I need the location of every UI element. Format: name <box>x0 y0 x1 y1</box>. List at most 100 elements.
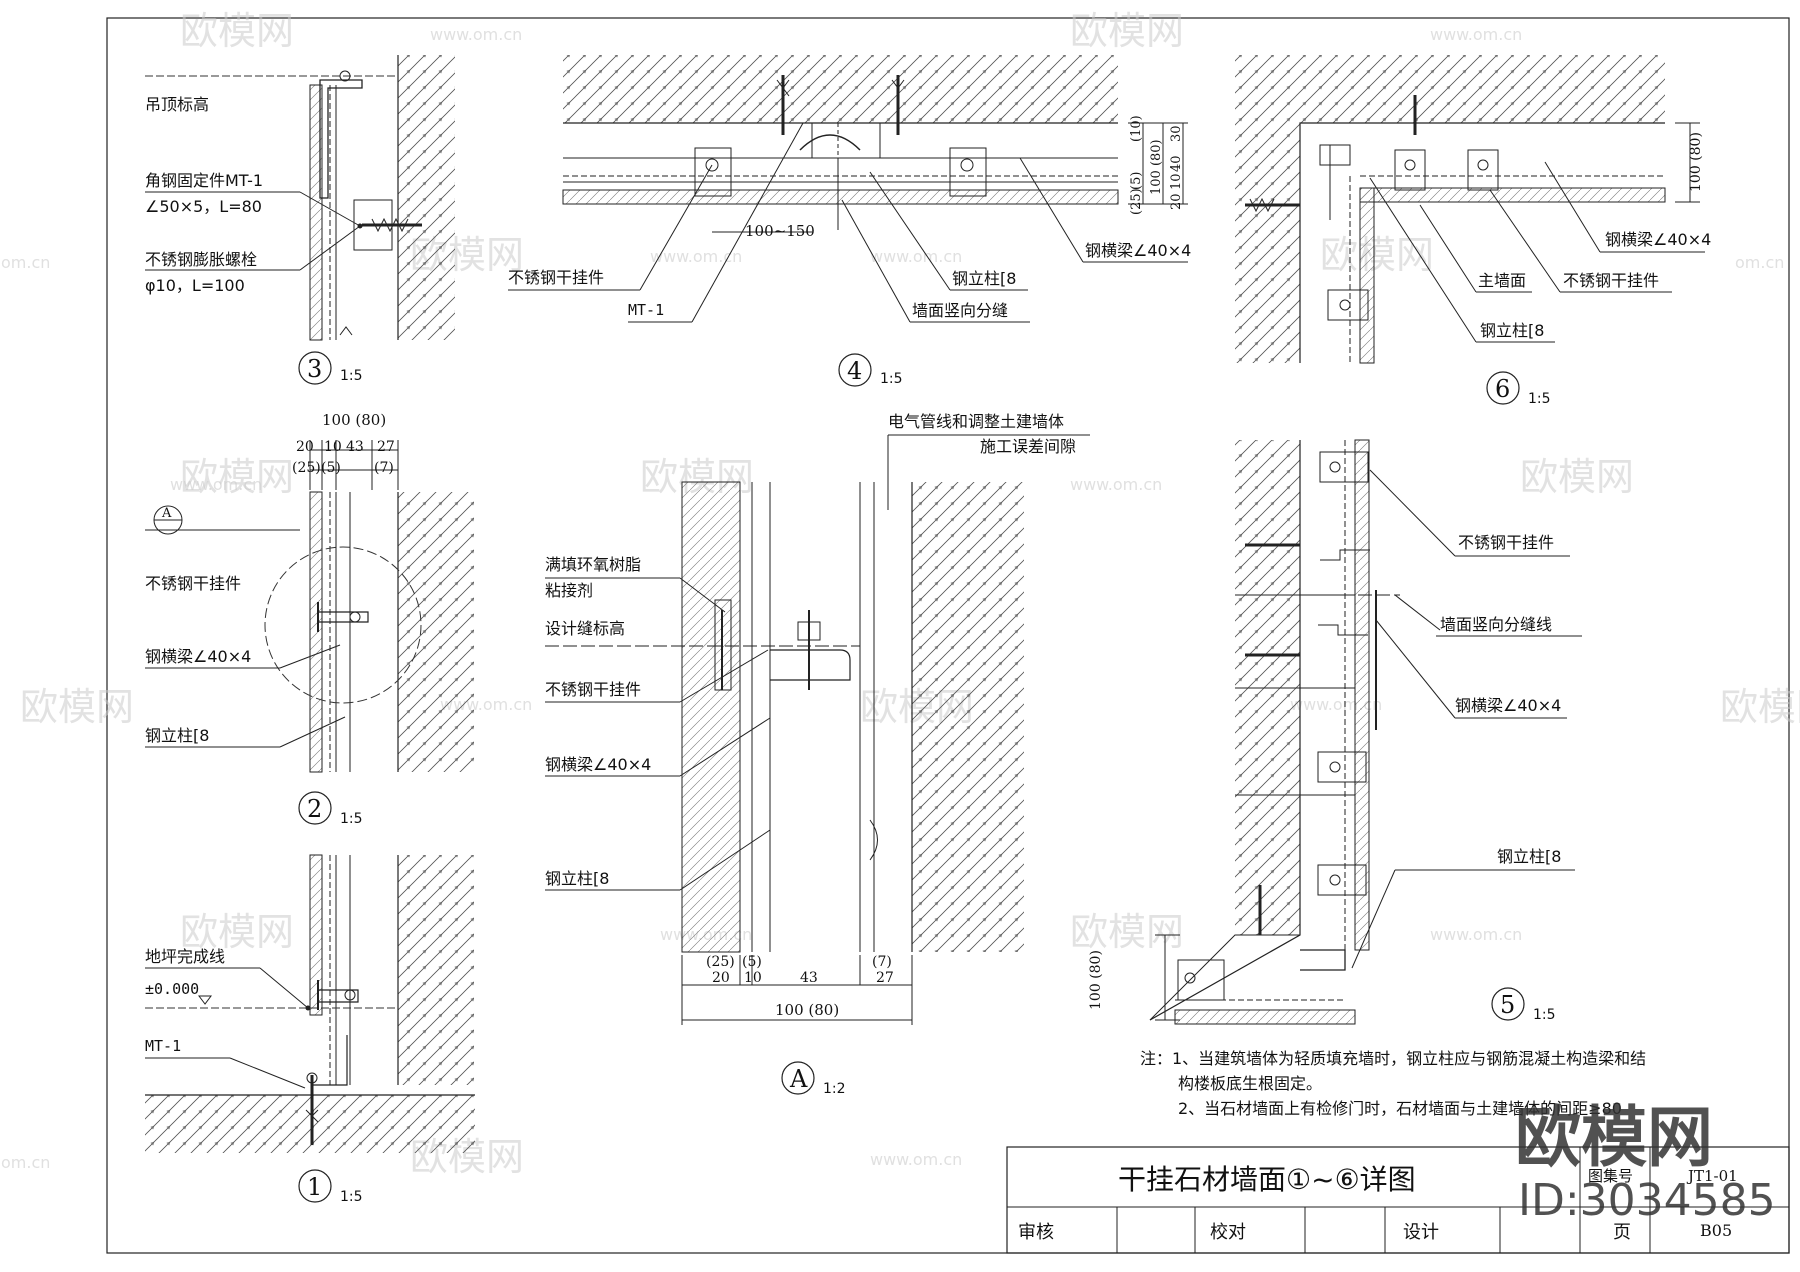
svg-text:1:5: 1:5 <box>340 811 363 827</box>
svg-text:(25): (25) <box>706 954 735 970</box>
svg-text:1: 1 <box>307 1173 322 1201</box>
svg-text:图集号: 图集号 <box>1588 1167 1633 1185</box>
svg-text:(25): (25) <box>1129 188 1144 215</box>
svg-text:钢立柱[8: 钢立柱[8 <box>1497 847 1561 866</box>
brand-overlay: 欧模网 ID:3034585 <box>1515 1099 1776 1226</box>
brand-name: 欧模网 <box>1515 1099 1713 1176</box>
svg-text:欧模网: 欧模网 <box>1520 455 1634 499</box>
svg-text:不锈钢干挂件: 不锈钢干挂件 <box>1458 533 1554 552</box>
detail-6: 100 (80) 钢横梁∠40×4 主墙面 不锈钢干挂件 钢立柱[8 6 1:5 <box>1235 55 1711 407</box>
svg-text:www.om.cn: www.om.cn <box>870 1150 962 1169</box>
svg-text:欧模网: 欧模网 <box>180 910 294 954</box>
svg-text:20: 20 <box>712 970 730 986</box>
svg-text:(5): (5) <box>321 460 341 476</box>
svg-text:10: 10 <box>1169 173 1184 190</box>
detail4-dims-vertical: (10) 30 40 10 (5) 20 (25) 100 (80) <box>1128 115 1188 215</box>
svg-text:钢立柱[8: 钢立柱[8 <box>145 726 209 745</box>
svg-text:B05: B05 <box>1700 1221 1732 1240</box>
svg-text:27: 27 <box>377 439 395 455</box>
svg-text:(7): (7) <box>374 460 394 476</box>
svg-text:钢立柱[8: 钢立柱[8 <box>545 869 609 888</box>
svg-text:角钢固定件MT-1: 角钢固定件MT-1 <box>145 171 263 190</box>
svg-text:钢横梁∠40×4: 钢横梁∠40×4 <box>145 647 251 666</box>
svg-text:www.om.cn: www.om.cn <box>870 247 962 266</box>
svg-text:构楼板底生根固定。: 构楼板底生根固定。 <box>1178 1074 1322 1093</box>
svg-text:主墙面: 主墙面 <box>1478 271 1526 290</box>
svg-text:校对: 校对 <box>1210 1222 1246 1243</box>
svg-text:墙面竖向分缝: 墙面竖向分缝 <box>912 301 1008 320</box>
sheet-border <box>106 17 1790 1254</box>
svg-text:不锈钢干挂件: 不锈钢干挂件 <box>1563 271 1659 290</box>
svg-text:1:2: 1:2 <box>823 1081 846 1097</box>
svg-text:钢横梁∠40×4: 钢横梁∠40×4 <box>1455 696 1561 715</box>
svg-text:满填环氧树脂: 满填环氧树脂 <box>545 555 641 574</box>
detail-3: 吊顶标高 角钢固定件MT-1 ∠50×5，L=80 不锈钢膨胀螺栓 φ10，L=… <box>145 55 455 385</box>
svg-text:om.cn: om.cn <box>1 253 50 272</box>
svg-text:MT-1: MT-1 <box>145 1037 181 1055</box>
detail-A: 电气管线和调整土建墙体 施工误差间隙 满填环氧树脂 粘接剂 设计缝标高 不锈钢干… <box>545 412 1090 1097</box>
svg-text:(5): (5) <box>742 954 762 970</box>
svg-text:om.cn: om.cn <box>1735 253 1784 272</box>
detail-5: 100 (80) 不锈钢干挂件 墙面竖向分缝线 钢横梁∠40×4 钢立柱[8 5… <box>1088 439 1582 1025</box>
svg-text:欧模网: 欧模网 <box>20 685 134 729</box>
svg-text:100 (80): 100 (80) <box>775 1001 839 1019</box>
svg-text:欧模网: 欧模网 <box>180 9 294 53</box>
svg-text:钢立柱[8: 钢立柱[8 <box>1480 321 1544 340</box>
svg-text:(7): (7) <box>872 954 892 970</box>
svg-text:1:5: 1:5 <box>1528 391 1551 407</box>
svg-text:www.om.cn: www.om.cn <box>170 475 262 494</box>
svg-text:页: 页 <box>1613 1222 1631 1243</box>
svg-text:注：1、当建筑墙体为轻质填充墙时，钢立柱应与钢筋混凝土构造梁: 注：1、当建筑墙体为轻质填充墙时，钢立柱应与钢筋混凝土构造梁和结 <box>1140 1049 1646 1068</box>
svg-text:10: 10 <box>744 970 762 986</box>
svg-text:不锈钢膨胀螺栓: 不锈钢膨胀螺栓 <box>145 250 257 269</box>
detailA-dims-bottom: (25) (5) (7) 20 10 43 27 100 (80) <box>681 954 913 1025</box>
svg-text:MT-1: MT-1 <box>628 301 664 319</box>
svg-text:100 (80): 100 (80) <box>1088 950 1104 1010</box>
notes: 注：1、当建筑墙体为轻质填充墙时，钢立柱应与钢筋混凝土构造梁和结 构楼板底生根固… <box>1140 1049 1646 1118</box>
svg-text:1:5: 1:5 <box>880 371 903 387</box>
svg-text:欧模网: 欧模网 <box>1720 685 1800 729</box>
svg-text:设计: 设计 <box>1403 1222 1439 1243</box>
svg-text:43: 43 <box>346 439 364 455</box>
svg-text:钢立柱[8: 钢立柱[8 <box>952 269 1016 288</box>
svg-text:4: 4 <box>847 357 862 385</box>
svg-text:钢横梁∠40×4: 钢横梁∠40×4 <box>1085 241 1191 260</box>
detail-4: 100~150 不锈钢干挂件 MT-1 钢立柱[8 墙面竖向分缝 钢横梁∠40×… <box>508 55 1191 387</box>
svg-text:100 (80): 100 (80) <box>322 411 386 429</box>
svg-text:电气管线和调整土建墙体: 电气管线和调整土建墙体 <box>888 412 1064 431</box>
svg-text:5: 5 <box>1500 991 1515 1019</box>
svg-text:不锈钢干挂件: 不锈钢干挂件 <box>508 268 604 287</box>
svg-text:1:5: 1:5 <box>1533 1007 1556 1023</box>
svg-text:www.om.cn: www.om.cn <box>430 25 522 44</box>
svg-text:欧模网: 欧模网 <box>1320 233 1434 277</box>
svg-text:6: 6 <box>1495 375 1510 403</box>
svg-text:100~150: 100~150 <box>745 222 815 240</box>
brand-id: ID:3034585 <box>1518 1175 1776 1226</box>
svg-text:40: 40 <box>1169 155 1184 172</box>
svg-text:设计缝标高: 设计缝标高 <box>545 619 625 638</box>
svg-text:A: A <box>789 1065 808 1093</box>
svg-text:A: A <box>161 506 172 521</box>
svg-text:27: 27 <box>876 970 894 986</box>
watermark-url: www.om.cn www.om.cn www.om.cn www.om.cn … <box>1 25 1784 1172</box>
svg-text:审核: 审核 <box>1018 1222 1054 1243</box>
svg-text:20: 20 <box>1169 193 1184 210</box>
svg-text:施工误差间隙: 施工误差间隙 <box>980 437 1076 456</box>
svg-text:欧模网: 欧模网 <box>1070 9 1184 53</box>
svg-text:www.om.cn: www.om.cn <box>650 247 742 266</box>
svg-text:吊顶标高: 吊顶标高 <box>145 95 209 114</box>
svg-text:±0.000: ±0.000 <box>145 980 199 998</box>
svg-text:φ10，L=100: φ10，L=100 <box>145 276 245 295</box>
svg-text:钢横梁∠40×4: 钢横梁∠40×4 <box>1605 230 1711 249</box>
svg-text:3: 3 <box>307 355 322 383</box>
detail2-dims-top: 100 (80) 20 10 43 27 (25) (5) (7) <box>292 411 399 490</box>
svg-text:(5): (5) <box>1129 172 1144 190</box>
svg-text:墙面竖向分缝线: 墙面竖向分缝线 <box>1440 615 1552 634</box>
detail-1: 地坪完成线 ±0.000 MT-1 1 1:5 <box>145 854 475 1205</box>
svg-text:1:5: 1:5 <box>340 1189 363 1205</box>
svg-text:om.cn: om.cn <box>1 1153 50 1172</box>
detail-2: 100 (80) 20 10 43 27 (25) (5) (7) A 不锈钢干… <box>145 411 474 827</box>
svg-text:地坪完成线: 地坪完成线 <box>145 947 225 966</box>
watermark-layer: 欧模网 欧模网 欧模网 欧模网 欧模网 欧模网 欧模网 欧模网 欧模网 欧模网 … <box>1 9 1800 1179</box>
